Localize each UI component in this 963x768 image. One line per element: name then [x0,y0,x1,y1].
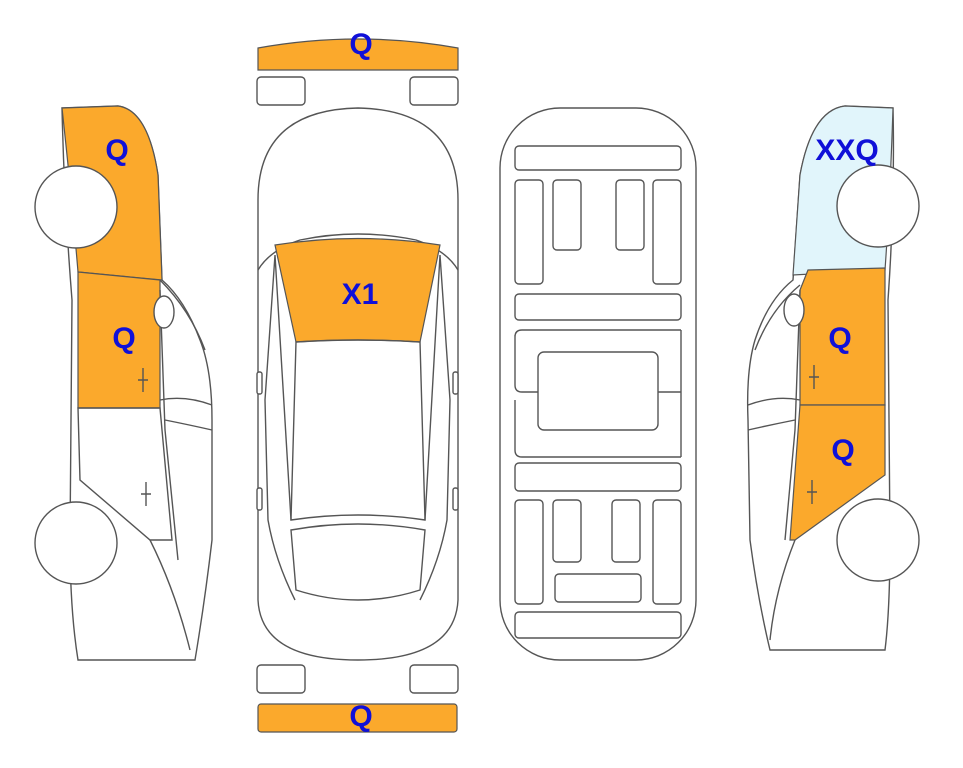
right-front-wheel [836,164,920,248]
right-rear-wheel [836,498,920,582]
left-front-handle [138,368,148,392]
windshield-label: X1 [342,278,379,311]
left-handle-top [256,487,263,511]
underbody-panel-7 [514,462,682,492]
right-rear-door-label: Q [831,434,854,467]
underbody-panel-8 [514,499,544,605]
underbody-view [499,107,697,661]
right-pillar-line [769,289,801,641]
right-front-fender-label: XXQ [815,134,878,167]
underbody-panel-4 [615,179,645,251]
left-front-door-label: Q [112,322,135,355]
underbody-panel-1 [514,145,682,171]
left-side-windows [264,254,296,601]
underbody-frame-1 [514,329,681,393]
rear-bumper[interactable] [257,703,458,733]
underbody-panel-3 [552,179,582,251]
top-view: Q X1 Q [256,28,459,733]
front-bumper[interactable] [257,38,459,71]
underbody-panel-12 [554,573,642,603]
underbody-panel-2 [514,179,544,285]
rear-window [290,523,426,601]
underbody-tank [537,351,659,431]
left-mirror [153,295,175,329]
left-front-fender-label: Q [105,134,128,167]
top-body-outline [257,107,459,661]
right-side-view: XXQ Q Q [746,105,920,651]
left-rear-wheel [34,501,118,585]
rear-left-light [256,664,306,694]
underbody-panel-9 [552,499,582,563]
underbody-panel-10 [611,499,641,563]
left-pillar-line [149,289,191,651]
right-front-door-label: Q [828,322,851,355]
right-rear-handle [807,480,817,504]
left-front-wheel [34,165,118,249]
right-mirror [783,293,805,327]
right-mirror-top [452,371,459,395]
left-rear-door-outline [77,407,173,541]
rear-bumper-label: Q [349,700,372,733]
underbody-panel-5 [652,179,682,285]
underbody-panel-6 [514,293,682,321]
underbody-panel-11 [652,499,682,605]
right-handle-top [452,487,459,511]
left-rear-handle [141,482,151,506]
left-side-view: Q Q [34,105,213,661]
underbody-panel-13 [514,611,682,639]
left-mirror-top [256,371,263,395]
rear-right-light [409,664,459,694]
front-left-light [256,76,306,106]
front-right-light [409,76,459,106]
front-bumper-label: Q [349,28,372,61]
underbody-frame-2 [514,330,682,458]
right-rear-door[interactable] [789,404,886,541]
right-front-handle [809,365,819,389]
right-side-windows [419,254,451,601]
